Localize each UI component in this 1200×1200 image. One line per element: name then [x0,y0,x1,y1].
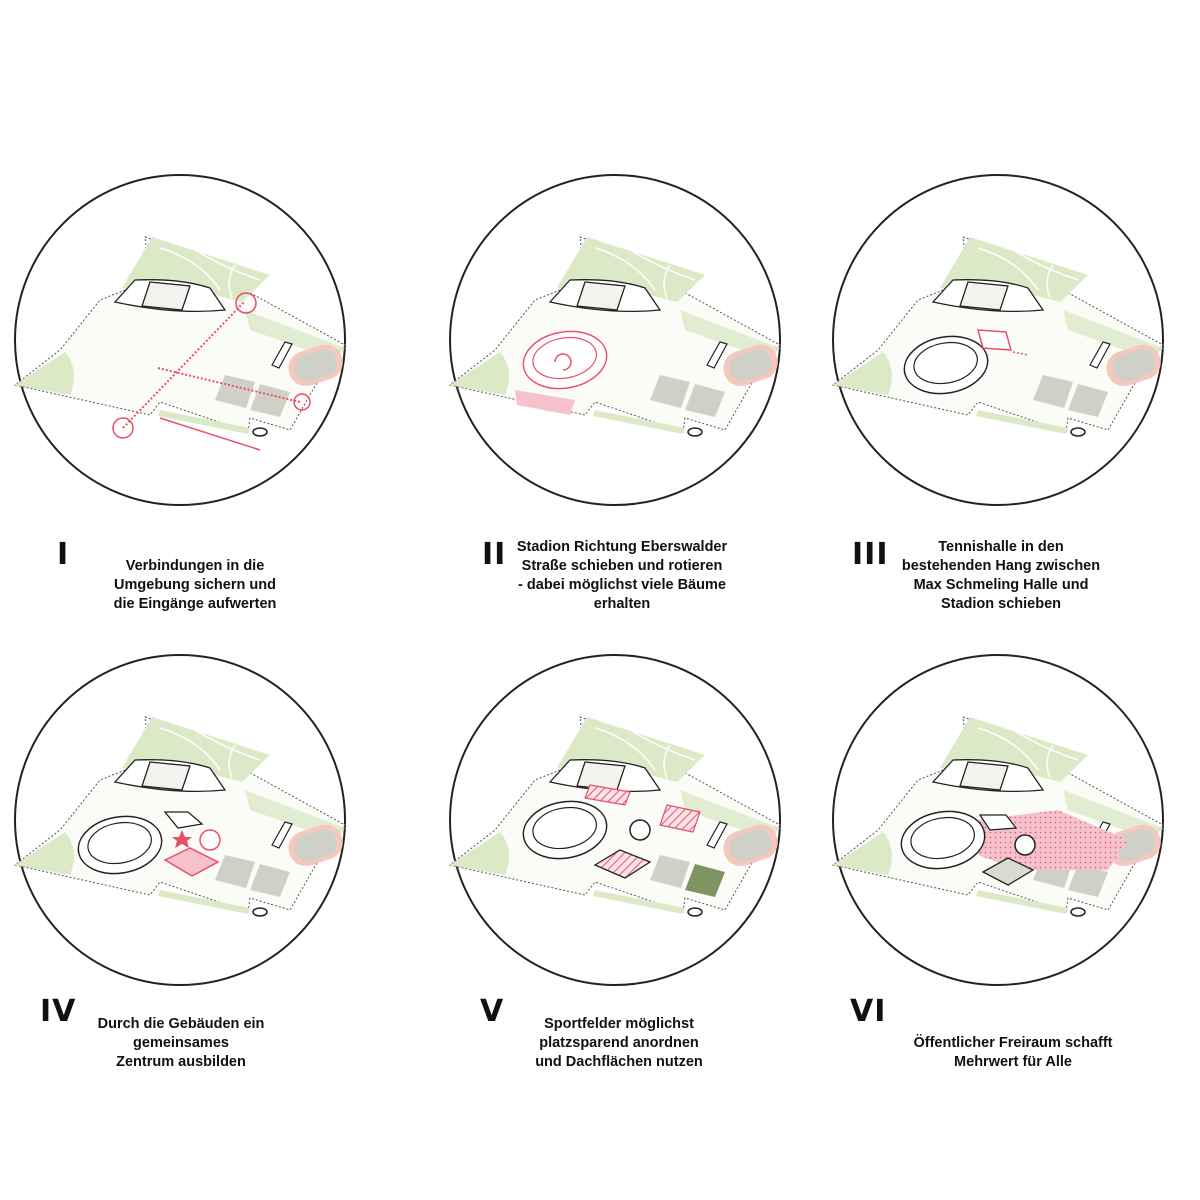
park-paths [159,239,261,299]
halle-block [576,761,626,791]
panel-5-caption: Sportfelder möglichst platzsparend anord… [535,1016,703,1070]
site-diagram-3 [831,174,1164,506]
stadium-moved-inner [532,336,597,380]
stadium-inner [910,816,975,860]
park-paths [977,239,1079,299]
park-paths [594,239,696,299]
bar-building [706,341,728,369]
car-icon [1070,427,1086,437]
car-icon [252,907,268,917]
bar-building [271,341,293,369]
panel-5-numeral: V [480,994,505,1029]
tennis-hall-moved [976,329,1013,351]
stadium-inner [532,806,597,850]
track-field [294,349,337,382]
new-building [163,847,220,877]
entrance-marker-1 [112,417,134,439]
car-icon [687,427,703,437]
bottom-park [593,410,685,434]
connection-diagonal [122,300,246,429]
entrance-marker-2 [235,292,257,314]
park-paths [159,719,261,779]
panel-4-caption: Durch die Gebäuden ein gemeinsames Zentr… [97,1016,265,1070]
car-icon [1070,907,1086,917]
hatched-field-1 [659,804,701,833]
connection-horizontal [157,367,301,403]
center-star-icon [172,830,192,848]
court-2 [250,864,290,897]
halle-block [141,761,191,791]
track-field [1112,829,1155,862]
track-field [729,349,772,382]
car-icon [252,427,268,437]
halle-block [959,761,1009,791]
sports-building [981,857,1035,886]
halle-block [959,281,1009,311]
bar-building [1089,341,1111,369]
site-diagram-6 [831,654,1164,986]
bottom-park [158,890,250,914]
left-park [450,832,509,875]
halle-block [141,281,191,311]
panel-2-caption: Stadion Richtung Eberswalder Straße schi… [516,539,728,612]
public-space [978,810,1128,870]
site-diagram-2 [448,174,781,506]
panel-1-caption: Verbindungen in die Umgebung sichern und… [113,558,277,612]
hatched-field-2 [593,849,652,879]
track-field [729,829,772,862]
track-field [1112,349,1155,382]
left-park [833,352,892,395]
park-paths [594,719,696,779]
rotate-arrow-icon [554,353,572,371]
bottom-park [976,410,1068,434]
panel-3-numeral: III [852,537,889,572]
round-pavilion [1014,834,1036,856]
halle-block [576,281,626,311]
left-park [833,832,892,875]
bar-building [271,821,293,849]
bottom-park [158,410,250,434]
site-diagram-4 [13,654,346,986]
left-park [15,832,74,875]
bar-building [706,821,728,849]
round-pavilion [629,819,651,841]
round-pavilion [199,829,221,851]
roof-fields [584,784,631,806]
stadium-shift-area [515,390,575,415]
site-boundary [13,236,346,433]
left-park [450,352,509,395]
site-boundary [448,716,781,913]
court-1 [650,375,690,408]
court-1 [1033,375,1073,408]
park-paths [977,719,1079,779]
panel-2-numeral: II [482,537,507,572]
stadium-inner [913,341,978,385]
car-icon [687,907,703,917]
tennis-hall [163,811,204,829]
site-boundary [448,236,781,433]
bottom-park [976,890,1068,914]
entrance-marker-3 [293,393,311,411]
court-1 [215,855,255,888]
stadium-inner [87,821,152,865]
left-park [15,352,74,395]
panel-4-numeral: IV [40,994,77,1029]
court-2 [1068,864,1108,897]
panel-6-numeral: VI [850,994,887,1029]
track-field [294,829,337,862]
bottom-park [593,890,685,914]
court-2 [1068,384,1108,417]
court-1 [650,855,690,888]
site-diagram-1 [13,174,346,506]
court-2 [685,864,725,897]
tennis-hall [978,814,1018,831]
panel-1-numeral: I [57,537,70,572]
panel-3-caption: Tennishalle in den bestehenden Hang zwis… [901,539,1101,612]
court-2 [685,384,725,417]
site-diagram-5 [448,654,781,986]
panel-6-caption: Öffentlicher Freiraum schafft Mehrwert f… [913,1035,1113,1070]
connection-arrow [159,417,261,451]
push-arrow [1012,351,1029,356]
